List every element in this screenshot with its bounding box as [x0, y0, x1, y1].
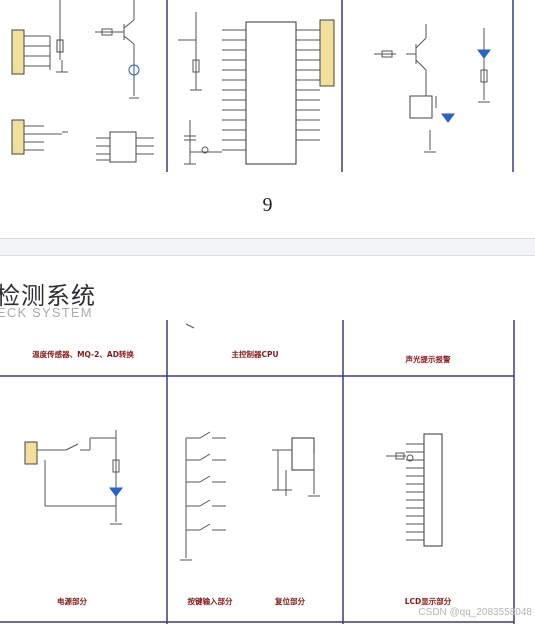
alarm-circuit — [374, 24, 491, 153]
label-keys-block: 按键输入部分 — [188, 596, 233, 606]
label-power-block: 电源部分 — [57, 596, 87, 606]
label-cpu-block: 主控制器CPU — [231, 349, 278, 359]
reset-circuit — [272, 437, 320, 497]
document-page-bottom: 检测系统 ECK SYSTEM — [0, 256, 535, 624]
label-alarm-block: 声光提示报警 — [405, 354, 451, 364]
power-circuit — [24, 430, 123, 525]
page-separator — [0, 238, 535, 256]
label-sensor-block: 温度传感器、MQ-2、AD转换 — [32, 349, 134, 359]
document-page-top: 9 — [0, 0, 535, 238]
page-number: 9 — [262, 194, 273, 216]
label-reset-block: 复位部分 — [274, 596, 305, 606]
circuit-schematic-top — [11, 0, 514, 172]
sensor-circuit — [11, 0, 140, 99]
mcu-circuit — [178, 12, 335, 165]
circuit-schematic-bottom: 温度传感器、MQ-2、AD转换 主控制器CPU 声光提示报警 电源部分 按键输入… — [0, 320, 515, 624]
lcd-circuit — [386, 433, 443, 547]
label-lcd-block: LCD显示部分 — [405, 596, 452, 606]
adc-circuit — [11, 119, 154, 163]
section-heading-en: ECK SYSTEM — [0, 305, 93, 320]
section-heading-cn: 检测系统 — [0, 282, 96, 310]
keys-circuit — [180, 431, 226, 561]
watermark: CSDN @qq_2083558048 — [418, 607, 532, 618]
